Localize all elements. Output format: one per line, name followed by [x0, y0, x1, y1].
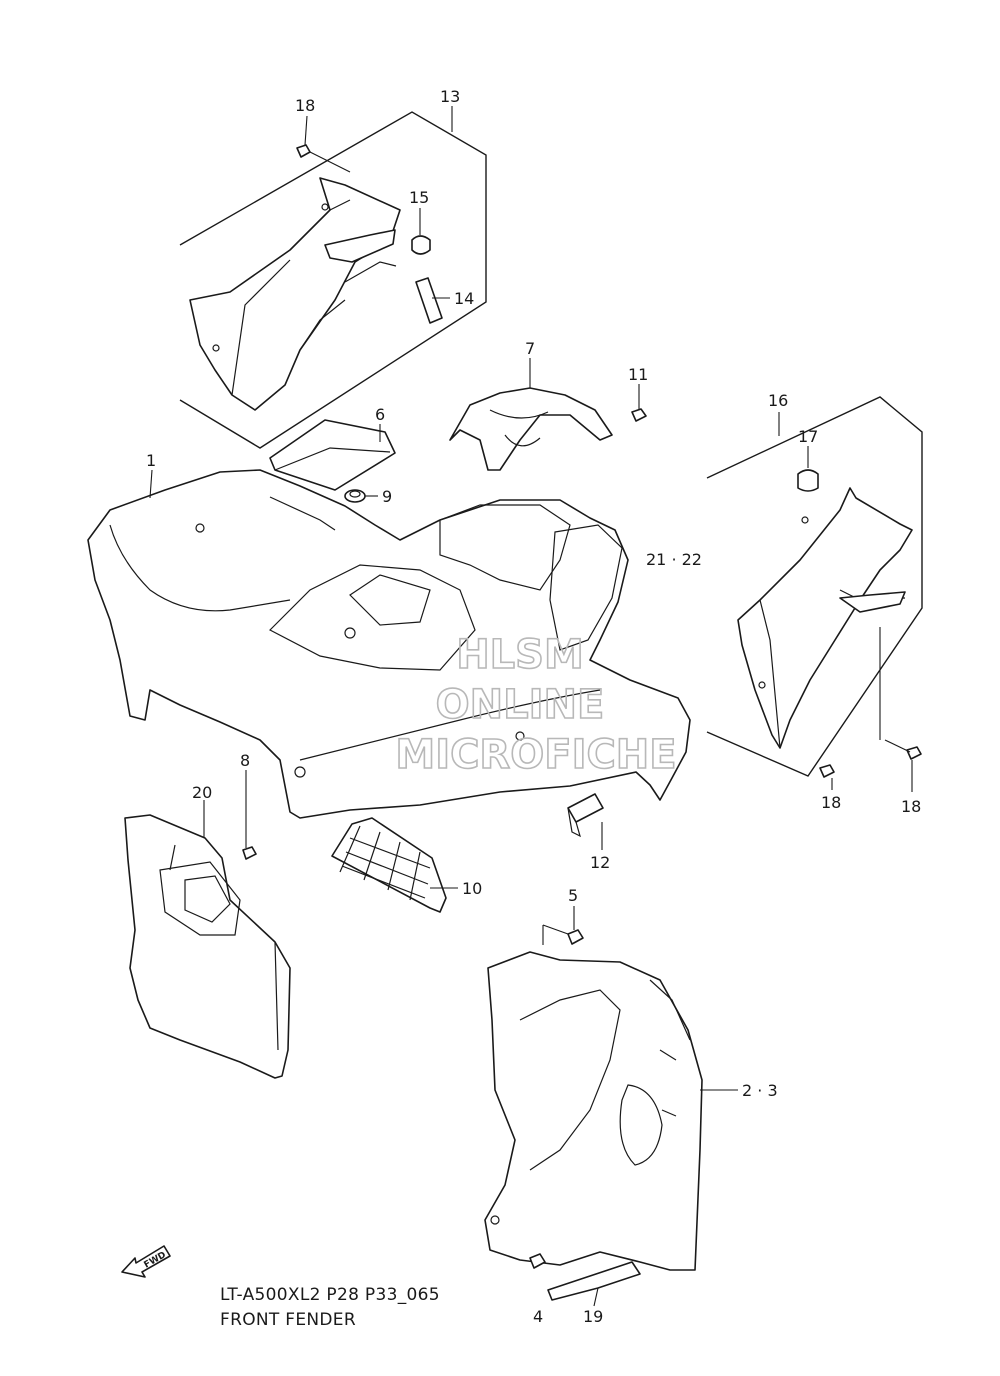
callout-5: 5 — [568, 886, 578, 905]
callouts: 1 2 · 3 4 5 6 7 8 9 10 11 12 13 14 15 16… — [146, 87, 921, 1326]
callout-14: 14 — [454, 289, 474, 308]
part-2-3-mud-guard — [484, 924, 703, 1271]
callout-16: 16 — [768, 391, 788, 410]
watermark: HLSM ONLINE MICROFICHE — [395, 631, 678, 779]
part-7-cover — [449, 387, 613, 471]
watermark-line-3: MICROFICHE — [395, 732, 676, 778]
callout-13: 13 — [440, 87, 460, 106]
callout-10: 10 — [462, 879, 482, 898]
callout-1: 1 — [146, 451, 156, 470]
part-10-grille — [331, 817, 447, 913]
part-16-assembly — [706, 396, 923, 778]
watermark-line-1: HLSM — [456, 632, 584, 678]
part-12-pad — [567, 793, 604, 838]
diagram-title: FRONT FENDER — [220, 1310, 356, 1330]
leader-lines — [149, 106, 913, 1307]
fwd-arrow: FWD — [121, 1245, 171, 1278]
callout-2-3: 2 · 3 — [742, 1081, 778, 1100]
callout-21-22: 21 · 22 — [646, 550, 702, 569]
part-19-trim — [547, 1261, 641, 1301]
model-code: LT-A500XL2 P28 P33_065 — [220, 1285, 440, 1305]
callout-18-mid: 18 — [821, 793, 841, 812]
callout-17: 17 — [798, 427, 818, 446]
part-13-assembly — [179, 111, 487, 449]
diagram-caption: LT-A500XL2 P28 P33_065 FRONT FENDER — [220, 1285, 440, 1330]
callout-11: 11 — [628, 365, 648, 384]
callout-8: 8 — [240, 751, 250, 770]
watermark-line-2: ONLINE — [436, 682, 605, 728]
callout-15: 15 — [409, 188, 429, 207]
callout-9: 9 — [382, 487, 392, 506]
callout-4: 4 — [533, 1307, 543, 1326]
part-1-front-fender — [87, 469, 691, 819]
callout-6: 6 — [375, 405, 385, 424]
part-20-mud-flap — [124, 814, 291, 1079]
callout-18-top: 18 — [295, 96, 315, 115]
callout-18-right: 18 — [901, 797, 921, 816]
part-9-grommet — [344, 489, 366, 503]
part-11-bolt — [631, 408, 647, 422]
part-6-lid — [269, 419, 396, 491]
part-8-bolt — [242, 846, 257, 860]
callout-7: 7 — [525, 339, 535, 358]
callout-19: 19 — [583, 1307, 603, 1326]
callout-20: 20 — [192, 783, 212, 802]
callout-12: 12 — [590, 853, 610, 872]
